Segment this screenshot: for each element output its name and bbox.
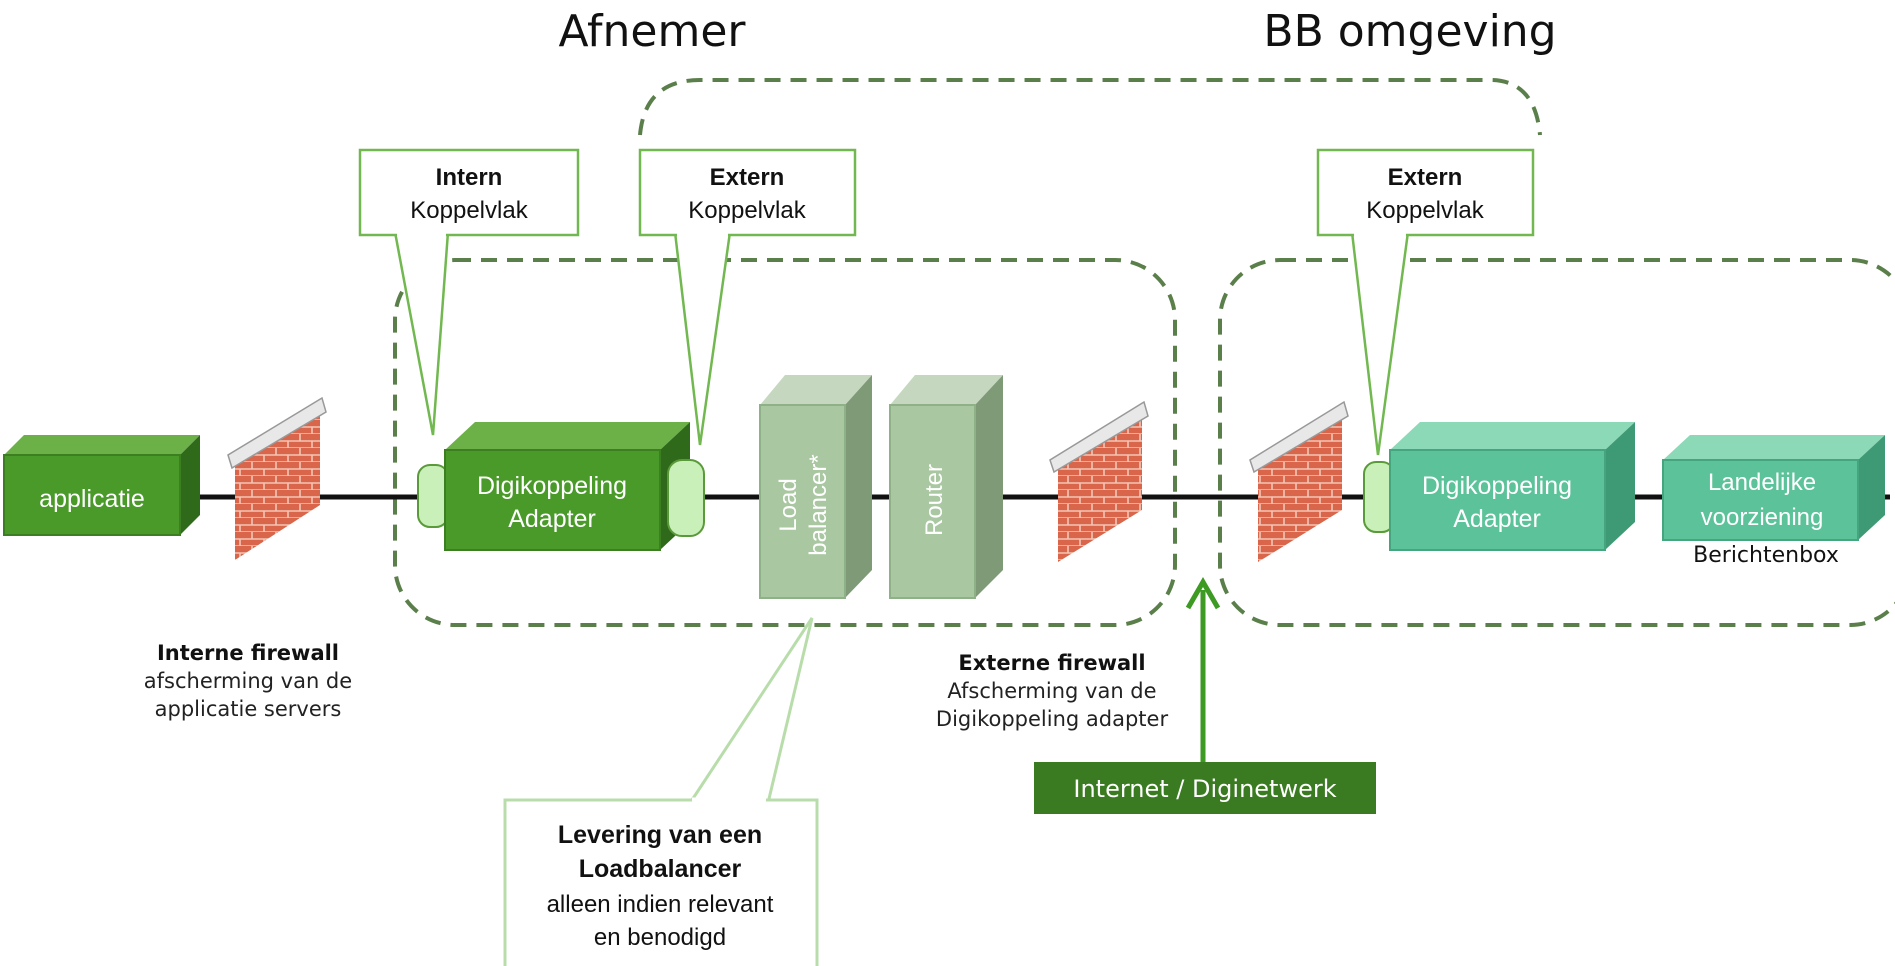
bb-firewall-icon [1249, 400, 1349, 562]
internet-label: Internet / Diginetwerk [1073, 775, 1336, 803]
landelijke-line1: Landelijke [1708, 469, 1816, 496]
router-label: Router [921, 464, 948, 536]
loadbalancer-label-2: balancer* [805, 454, 832, 555]
interne-firewall-title: Interne firewall [157, 641, 339, 665]
router-box: Router [889, 375, 1003, 599]
digikoppeling-adapter-left: Digikoppeling Adapter [417, 422, 705, 551]
adapter-left-line2: Adapter [508, 505, 596, 533]
loadbalancer-label-1: Load [775, 478, 802, 531]
landelijke-voorziening-box: Landelijke voorziening [1662, 435, 1885, 541]
digikoppeling-adapter-right: Digikoppeling Adapter [1363, 422, 1635, 551]
callout-loadbalancer: Levering van een Loadbalancer alleen ind… [503, 617, 819, 966]
externe-firewall-line2: Digikoppeling adapter [936, 707, 1169, 731]
callout-extern-left-bold: Extern [710, 164, 785, 191]
interne-firewall-line2: applicatie servers [155, 697, 342, 721]
loadbalancer-box: Load balancer* [759, 375, 872, 599]
externe-firewall-title: Externe firewall [958, 651, 1145, 675]
callout-lb-text2: en benodigd [594, 924, 726, 951]
callout-extern-right-bold: Extern [1388, 164, 1463, 191]
applicatie-label: applicatie [39, 485, 145, 513]
adapter-left-line1: Digikoppeling [477, 472, 627, 500]
externe-firewall-line1: Afscherming van de [947, 679, 1156, 703]
adapter-right-line2: Adapter [1453, 505, 1541, 533]
landelijke-line2: voorziening [1701, 504, 1824, 531]
adapter-right-line1: Digikoppeling [1422, 472, 1572, 500]
interne-firewall-icon [227, 396, 327, 560]
callout-lb-bold2: Loadbalancer [579, 855, 742, 883]
callout-extern-right-text: Koppelvlak [1366, 197, 1484, 224]
callout-intern-bold: Intern [436, 164, 503, 191]
bb-zone [1218, 258, 1895, 627]
heading-bb-omgeving: BB omgeving [1263, 6, 1556, 57]
applicatie-box: applicatie [3, 435, 200, 536]
callout-extern-koppelvlak-right: Extern Koppelvlak [1316, 148, 1535, 456]
internet-label-box [1034, 762, 1376, 814]
interne-firewall-line1: afscherming van de [144, 669, 352, 693]
internet-arrow [1185, 576, 1221, 762]
berichtenbox-label: Berichtenbox [1693, 543, 1839, 568]
callout-lb-text1: alleen indien relevant [547, 891, 774, 918]
callout-intern-text: Koppelvlak [410, 197, 528, 224]
callout-extern-koppelvlak-left: Extern Koppelvlak [638, 148, 857, 446]
callout-intern-koppelvlak: Intern Koppelvlak [358, 148, 580, 436]
heading-afnemer: Afnemer [559, 6, 747, 57]
callout-lb-bold1: Levering van een [558, 821, 762, 849]
callout-extern-left-text: Koppelvlak [688, 197, 806, 224]
externe-firewall-icon [1049, 400, 1149, 562]
top-bracket [638, 78, 1542, 136]
